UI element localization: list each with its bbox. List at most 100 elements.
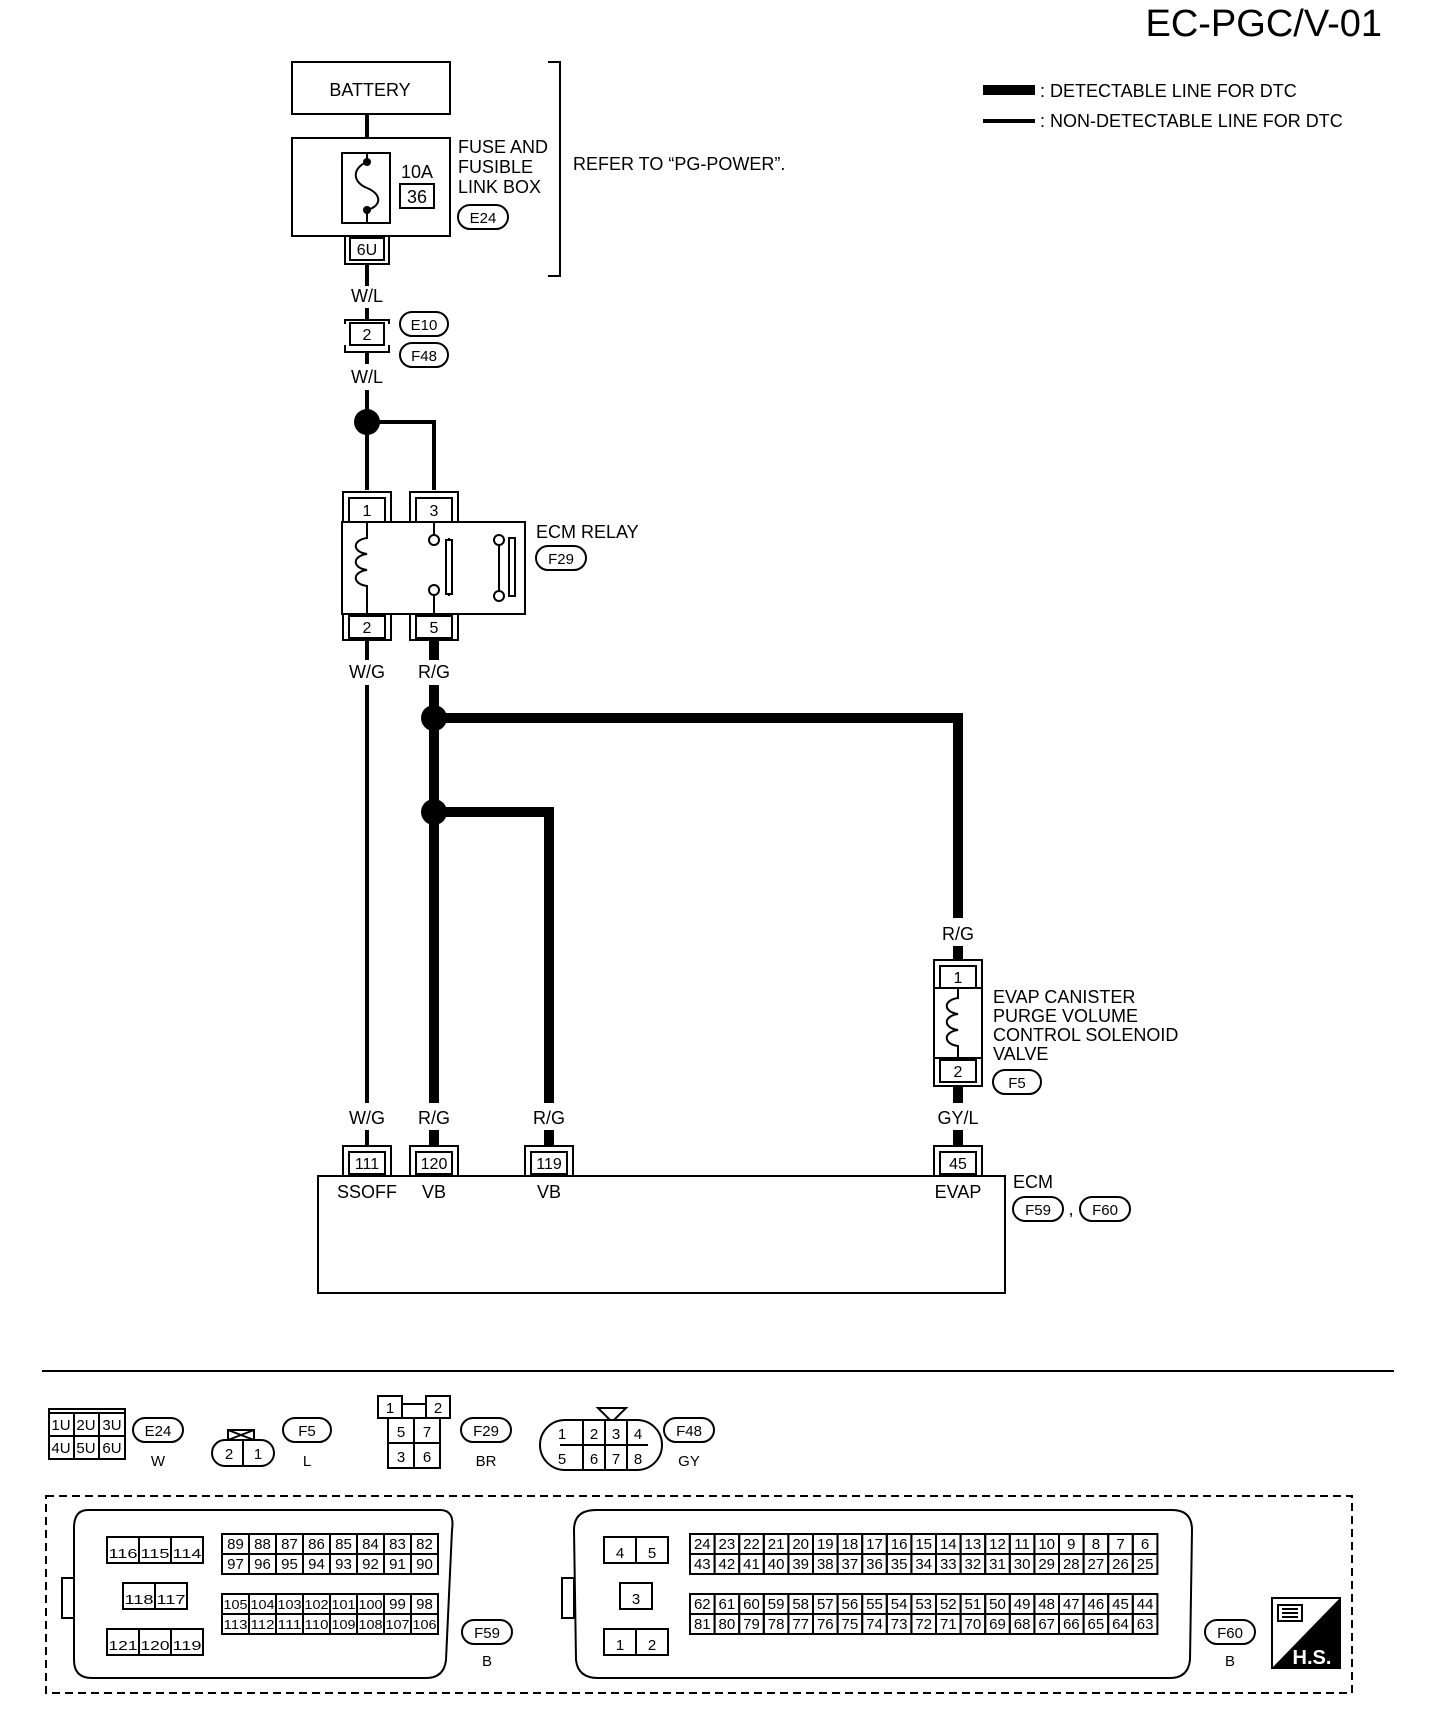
f60-pin: 37 xyxy=(842,1556,859,1573)
f60-pin: 56 xyxy=(842,1596,859,1613)
connector-badge-f60-view xyxy=(1204,1619,1256,1645)
f60-pin: 52 xyxy=(940,1596,957,1613)
f59-pin: 112 xyxy=(251,1617,275,1632)
f59-pin: 99 xyxy=(389,1596,406,1613)
f59-pin: 114 xyxy=(173,1546,202,1561)
f29-id: F29 xyxy=(473,1423,499,1440)
f59-pin: 108 xyxy=(359,1617,383,1632)
f60-pin: 26 xyxy=(1112,1556,1129,1573)
fuse-icon xyxy=(354,153,380,223)
connector-badge-f48 xyxy=(399,342,449,368)
connector-badge-f59-view xyxy=(461,1619,513,1645)
e24-pin: 6U xyxy=(102,1440,121,1457)
f59-pin: 107 xyxy=(386,1617,410,1632)
f60-pin: 35 xyxy=(891,1556,908,1573)
f60-pin-cell xyxy=(1131,1613,1159,1635)
joint-connector-pin: 2 xyxy=(363,327,372,344)
f60-pin: 30 xyxy=(1014,1556,1031,1573)
f60-pin: 57 xyxy=(817,1596,834,1613)
f59-pin: 96 xyxy=(254,1556,271,1573)
connector-badge-f29-view xyxy=(460,1417,512,1443)
relay-contact-icon xyxy=(428,534,440,546)
f60-pin: 42 xyxy=(719,1556,736,1573)
connector-badge-f29 xyxy=(535,545,587,571)
f59-pin: 97 xyxy=(227,1556,244,1573)
f60-pin: 71 xyxy=(940,1616,957,1633)
ecm-pin-120: 120 xyxy=(421,1156,448,1173)
f60-pin: 13 xyxy=(965,1536,982,1553)
f60-pin: 76 xyxy=(817,1616,834,1633)
f59-pin: 94 xyxy=(308,1556,325,1573)
wire-color-rg-ecm-120: R/G xyxy=(418,1108,450,1128)
f60-pin-cell xyxy=(635,1536,669,1564)
f60-pin: 23 xyxy=(719,1536,736,1553)
wire-color-rg-ecm-119: R/G xyxy=(533,1108,565,1128)
fuse-box-label-3: LINK BOX xyxy=(458,177,541,197)
e24-pin: 4U xyxy=(51,1440,70,1457)
f60-pin-cell xyxy=(1131,1553,1159,1575)
f60-pin: 17 xyxy=(866,1536,883,1553)
f5-pin: 2 xyxy=(225,1446,233,1463)
f59-pin: 91 xyxy=(389,1556,406,1573)
f59-pin: 92 xyxy=(362,1556,379,1573)
f60-pin: 62 xyxy=(694,1596,711,1613)
f60-pin: 53 xyxy=(915,1596,932,1613)
f60-pin: 24 xyxy=(694,1536,711,1553)
f60-pin: 14 xyxy=(940,1536,957,1553)
connector-badge-f60 xyxy=(1079,1196,1131,1222)
ecm-label: ECM xyxy=(1013,1172,1053,1192)
ecm-terminal-vb-119: VB xyxy=(537,1182,561,1202)
f48-pin: 6 xyxy=(590,1451,598,1468)
battery-box xyxy=(291,61,451,115)
f60-pin: 54 xyxy=(891,1596,908,1613)
f60-pin: 29 xyxy=(1038,1556,1055,1573)
f59-pin: 84 xyxy=(362,1536,379,1553)
f59-pin-cell xyxy=(410,1553,439,1575)
legend-detectable-label: : DETECTABLE LINE FOR DTC xyxy=(1040,81,1297,101)
f60-pin: 60 xyxy=(743,1596,760,1613)
f60-pin: 32 xyxy=(965,1556,982,1573)
connector-view-e24: 1U 2U 3U 4U 5U 6U E24 W xyxy=(48,1408,184,1470)
fuse-box-label-2: FUSIBLE xyxy=(458,157,533,177)
f60-pin: 72 xyxy=(915,1616,932,1633)
battery: BATTERY xyxy=(291,61,451,115)
wire-color-wg-ecm: W/G xyxy=(349,1108,385,1128)
connector-badge-f48-view xyxy=(663,1417,715,1443)
f59-pin-cell xyxy=(154,1582,188,1610)
connector-badge-f59 xyxy=(1012,1196,1064,1222)
battery-label: BATTERY xyxy=(329,80,410,100)
joint-connector-upper: E10 xyxy=(411,317,438,334)
f48-id: F48 xyxy=(676,1423,702,1440)
ecm-connector-frame xyxy=(45,1495,1353,1694)
f59-pin-cell xyxy=(170,1628,204,1656)
f60-pin: 18 xyxy=(842,1536,859,1553)
f60-pin: 8 xyxy=(1092,1536,1100,1553)
f60-pin: 43 xyxy=(694,1556,711,1573)
relay-connector: F29 xyxy=(548,551,574,568)
f5-id: F5 xyxy=(298,1423,316,1440)
ecm-relay: 1 3 2 5 ECM RELAY F29 xyxy=(341,491,639,641)
fuse-box-label-1: FUSE AND xyxy=(458,137,548,157)
refer-note: REFER TO “PG-POWER”. xyxy=(573,154,785,174)
relay-label: ECM RELAY xyxy=(536,522,639,542)
hs-logo: H.S. xyxy=(1271,1597,1341,1669)
f59-pin: 98 xyxy=(416,1596,433,1613)
f60-pin: 65 xyxy=(1088,1616,1105,1633)
f59-pin: 90 xyxy=(416,1556,433,1573)
f59-pin-cell xyxy=(410,1613,439,1635)
f59-pin: 117 xyxy=(157,1592,186,1607)
fuse-number: 36 xyxy=(407,187,427,207)
f29-pin: 1 xyxy=(386,1400,394,1417)
ecm-pin-111: 111 xyxy=(355,1156,379,1173)
connector-view-f5: 2 1 F5 L xyxy=(211,1417,332,1470)
f60-pin: 3 xyxy=(632,1591,640,1608)
f48-pin: 5 xyxy=(558,1451,566,1468)
f60-pin: 10 xyxy=(1038,1536,1055,1553)
f60-pin: 78 xyxy=(768,1616,785,1633)
f60-pin: 51 xyxy=(965,1596,982,1613)
f59-pin: 121 xyxy=(109,1638,138,1653)
f59-pin-cell xyxy=(170,1536,204,1564)
f5-pin: 1 xyxy=(254,1446,262,1463)
